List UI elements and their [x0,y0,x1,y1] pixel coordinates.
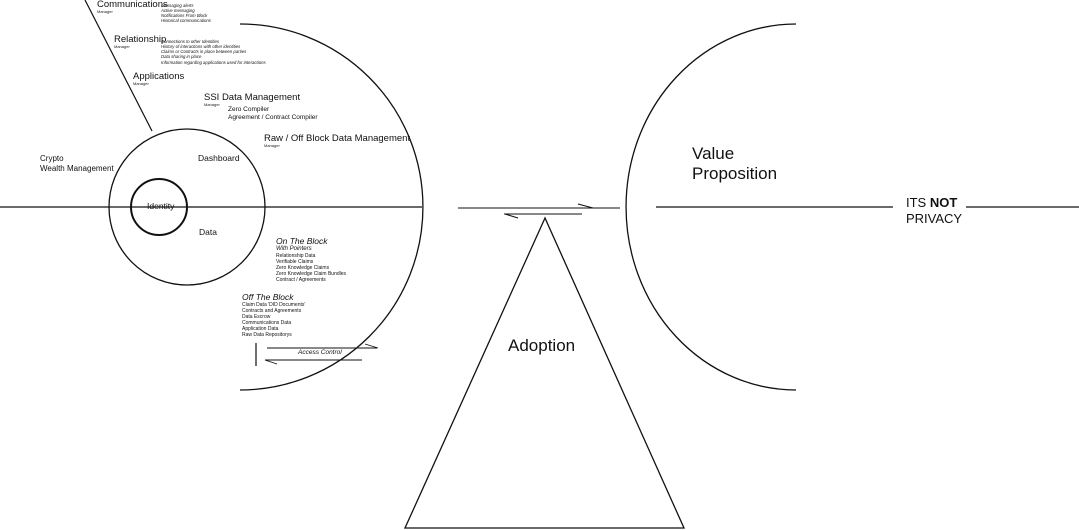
value-semicircle [625,23,797,391]
list-item: Verifiable Claims [276,259,314,265]
value-line1: Value [692,144,735,163]
access-control-label: Access Control [298,349,342,356]
layer-sub-relationship: Manager [114,44,130,49]
privacy-text: PRIVACY [906,211,963,227]
dashboard-label: Dashboard [198,153,240,163]
identity-circle [130,178,188,236]
layer-title-relationship: Relationship [114,34,167,45]
layer-title-ssi: SSI Data Management [204,92,301,103]
layer-sub-raw: Manager [264,143,280,148]
layer-sub-ssi: Manager [204,102,220,107]
list-item: Messaging alerts [161,3,194,8]
list-item: Agreement / Contract Compiler [228,113,318,121]
list-item: Notifications From Block [161,13,208,19]
list-item: Zero Compiler [228,106,270,113]
layer-title-applications: Applications [133,71,185,82]
list-item: Raw Data Repositorys [242,332,292,338]
ssi-list: Zero Compiler Agreement / Contract Compi… [228,106,318,122]
adoption-label: Adoption [508,336,576,355]
layer-title-communications: Communications [97,0,168,10]
list-item: Claim Data 'DID Documents' [242,302,306,308]
value-proposition-label: Value Proposition [692,144,777,185]
access-arrow-right [267,343,379,349]
communications-list: Messaging alerts Active messaging Notifi… [161,3,211,24]
on-block-title: On The Block [276,236,328,246]
outer-semicircle [239,23,424,391]
list-item: Data Escrow [242,314,271,320]
not-text: NOT [929,195,958,210]
identity-label: Identity [147,201,175,211]
its-text: ITS [906,195,930,210]
beam-arrow-right [458,203,620,209]
layer-sub-applications: Manager [133,81,149,86]
list-item: Communications Data [242,320,292,326]
list-item: Relationship Data [276,253,316,259]
diagonal-line [84,0,153,132]
access-arrow-left [264,359,362,365]
list-item: Claims or Contracts in place between par… [161,49,247,55]
off-block-title: Off The Block [242,292,294,302]
value-line2: Proposition [692,164,778,184]
crypto-line2: Wealth Management [40,164,114,173]
list-item: Data sharing in place [161,54,202,60]
on-block-subtitle: With Pointers [276,246,312,252]
list-item: Zero Knowledge Claim Bundles [276,271,347,277]
list-item: Contracts and Agreements [242,308,302,314]
list-item: Active messaging [161,8,195,14]
adoption-triangle [403,216,686,529]
crypto-line1: Crypto [40,154,64,163]
off-block-list: Claim Data 'DID Documents' Contracts and… [242,302,305,338]
list-item: Application Data [242,326,279,332]
its-not-privacy-label: ITS NOT PRIVACY [906,195,962,228]
middle-circle [108,128,266,286]
list-item: Connections to other Identities [161,39,220,44]
list-item: History of interactions with other ident… [161,44,241,50]
on-block-list: Relationship Data Verifiable Claims Zero… [276,253,346,283]
layer-title-raw: Raw / Off Block Data Management [264,133,411,144]
beam-arrow-left [504,213,582,219]
relationship-list: Connections to other Identities History … [161,39,266,65]
list-item: Information regarding applications used … [161,59,266,65]
data-label: Data [199,227,217,237]
list-item: Zero Knowledge Claims [276,265,330,271]
crypto-label: Crypto Wealth Management [40,154,114,174]
list-item: Historical communications [161,18,211,24]
list-item: Contract / Agreements [276,277,326,283]
layer-sub-communications: Manager [97,9,113,14]
